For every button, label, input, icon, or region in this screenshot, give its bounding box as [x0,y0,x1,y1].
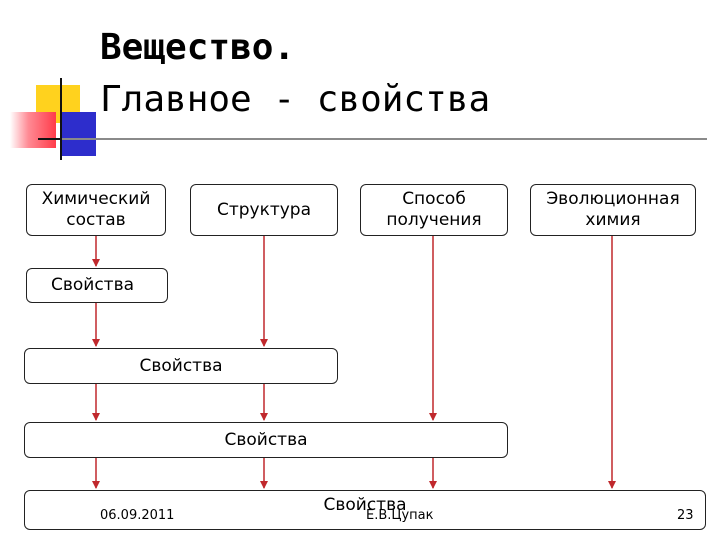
box-properties-level-3-label: Свойства [224,429,308,450]
corner-decoration [0,0,100,170]
footer-page-number: 23 [677,508,694,523]
footer-date: 06.09.2011 [100,508,175,523]
box-evolutionary-chemistry: Эволюционная химия [530,184,696,236]
box-structure-label: Структура [216,199,312,220]
box-properties-level-4: Свойства [24,490,706,530]
slide-title: Вещество. Главное - свойства [100,22,490,126]
title-line-2: Главное - свойства [100,79,491,120]
box-production-method: Способ получения [360,184,508,236]
vertical-line [60,78,62,160]
box-properties-level-4-label: Свойства [323,495,407,515]
box-properties-level-2: Свойства [24,348,338,384]
blue-square [62,112,96,156]
box-properties-level-3: Свойства [24,422,508,458]
box-properties-level-1: Свойства [26,268,168,303]
box-evolutionary-chemistry-label: Эволюционная химия [546,189,680,230]
box-properties-level-2-label: Свойства [139,355,223,376]
box-structure: Структура [190,184,338,236]
box-production-method-label: Способ получения [386,189,482,230]
red-square [10,112,56,148]
box-chemical-composition-label: Химический состав [41,189,151,230]
title-line-1: Вещество. [100,27,296,68]
box-properties-level-1-label: Свойства [51,275,135,295]
title-rule [62,138,707,140]
box-chemical-composition: Химический состав [26,184,166,236]
footer-author: Е.В.Цупак [366,508,434,523]
